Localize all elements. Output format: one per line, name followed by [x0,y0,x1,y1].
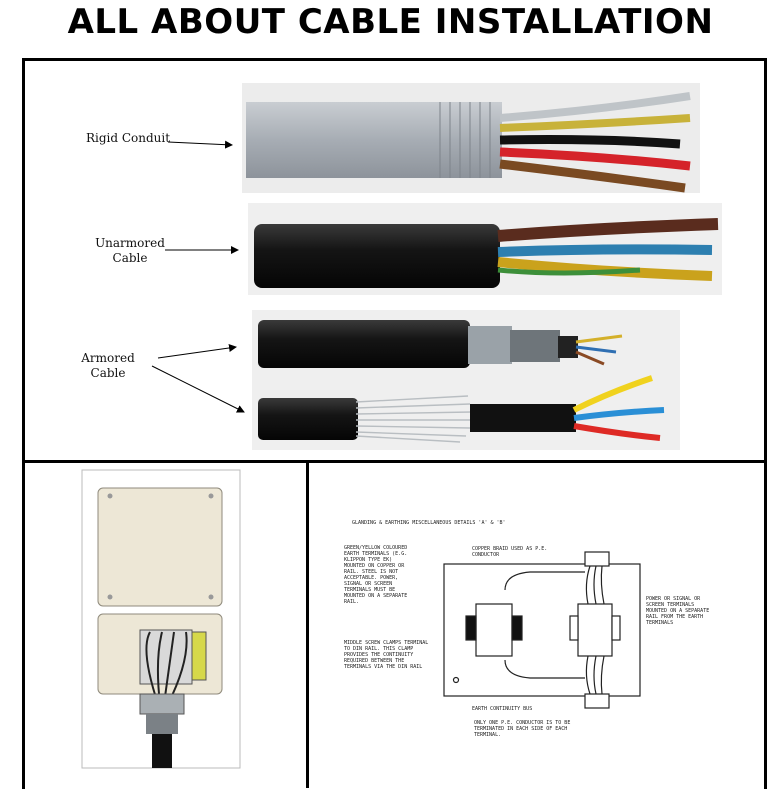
label-line: Armored [81,351,135,365]
note-earth-terminals: GREEN/YELLOW COLOURED EARTH TERMINALS (E… [344,545,408,605]
label-line: Unarmored [95,236,165,250]
unarmored-cable-image [248,203,722,295]
label-line: Cable [90,366,126,380]
note-one-conductor: ONLY ONE P.E. CONDUCTOR IS TO BE TERMINA… [474,720,571,738]
note-screw-clamp: MIDDLE SCREW CLAMPS TERMINAL TO DIN RAIL… [344,640,429,670]
content-frame [22,58,767,789]
divider-vertical [306,460,309,788]
label-rigid-conduit: Rigid Conduit [85,131,171,145]
rigid-conduit-image [242,83,700,193]
diagram-heading: GLANDING & EARTHING MISCELLANEOUS DETAIL… [352,520,506,526]
page-title: ALL ABOUT CABLE INSTALLATION [67,2,714,42]
label-armored-cable: Armored Cable [58,351,158,381]
label-unarmored-cable: Unarmored Cable [80,236,180,266]
label-line: Cable [112,251,148,265]
junction-box-image [81,469,241,769]
arrows [151,140,245,413]
earthing-diagram [443,551,641,709]
note-power-terminals: POWER OR SIGNAL OR SCREEN TERMINALS MOUN… [646,596,710,626]
armored-cable-image [252,310,680,450]
divider-horizontal [22,460,764,463]
note-earth-bus: EARTH CONTINUITY BUS [472,706,533,712]
note-copper-braid: COPPER BRAID USED AS P.E. CONDUCTOR [472,546,548,558]
